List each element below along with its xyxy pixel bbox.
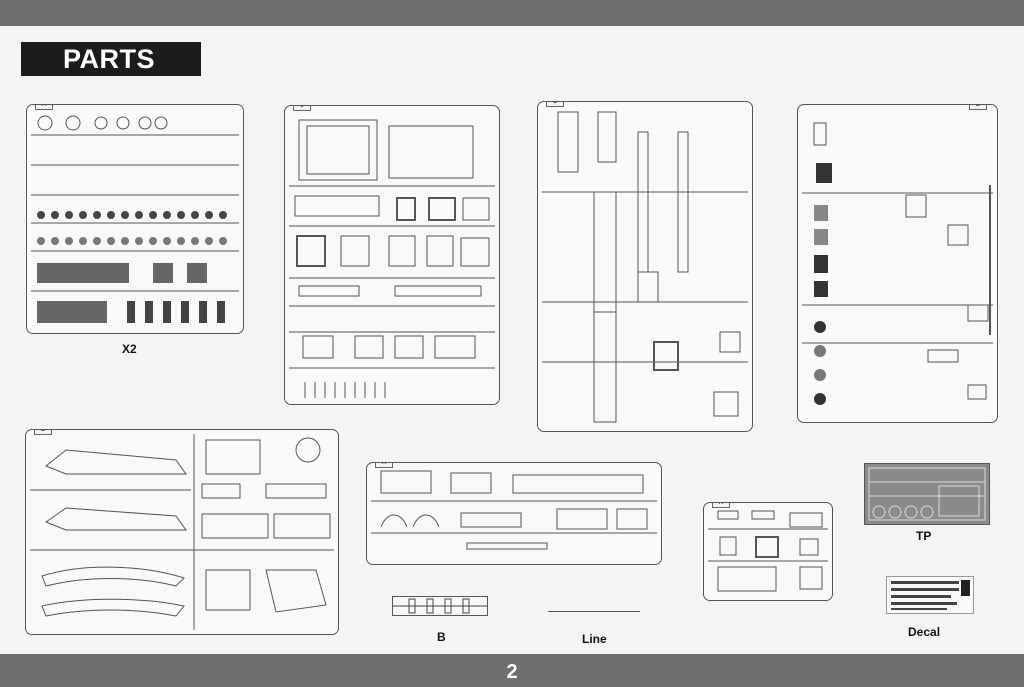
line-sample [548, 611, 640, 612]
sprue-h: H [366, 462, 662, 565]
sprue-h-drawing [371, 470, 657, 550]
decal-sheet-drawing [891, 580, 970, 610]
sprue-c: C [537, 101, 753, 432]
pe-fret-drawing [868, 467, 986, 521]
page-title-box: PARTS [21, 42, 201, 76]
decal-sheet [886, 576, 974, 614]
sprue-g: G [25, 429, 339, 635]
part-b [392, 596, 488, 616]
sprue-d: D [797, 104, 998, 423]
sprue-a: A [26, 104, 244, 334]
pe-fret [864, 463, 990, 525]
page-number: 2 [506, 661, 518, 683]
sprue-k-tag: K [712, 503, 730, 508]
sprue-k-drawing [708, 510, 828, 592]
sprue-h-tag: H [375, 463, 393, 468]
tp-caption: TP [916, 529, 932, 543]
part-b-drawing [393, 598, 487, 614]
page-title: PARTS [63, 44, 156, 74]
sprue-g-drawing [30, 434, 334, 630]
sprue-a-drawing [31, 115, 239, 323]
sprue-j-drawing [289, 119, 495, 398]
bottom-band: 2 [0, 654, 1024, 687]
top-band [0, 0, 1024, 26]
decal-caption: Decal [908, 625, 941, 639]
line-caption: Line [582, 632, 607, 646]
sprue-j: J [284, 105, 500, 405]
sprue-a-caption: X2 [122, 342, 137, 356]
sprue-a-tag: A [35, 105, 53, 110]
sprue-d-tag: D [969, 105, 987, 110]
sprue-g-tag: G [34, 430, 52, 435]
sprue-c-tag: C [546, 102, 564, 107]
sprue-k: K [703, 502, 833, 601]
sprue-d-drawing [802, 122, 993, 405]
sprue-j-tag: J [293, 106, 311, 111]
sprue-c-drawing [542, 111, 748, 423]
part-b-caption: B [437, 630, 446, 644]
